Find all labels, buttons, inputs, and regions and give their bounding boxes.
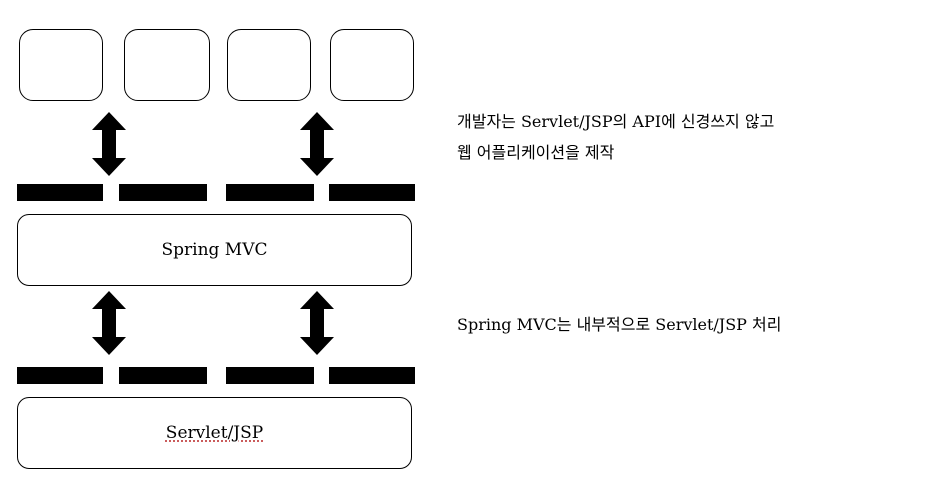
- servlet-jsp-layer: Servlet/JSP: [17, 397, 412, 469]
- app-box-3: [227, 29, 311, 101]
- interface-bar: [17, 184, 103, 201]
- app-box-2: [124, 29, 210, 101]
- double-arrow-icon: [300, 291, 334, 355]
- app-box-1: [19, 29, 103, 101]
- developer-note-line2: 웹 어플리케이션을 제작: [457, 143, 615, 162]
- spring-mvc-note: Spring MVC는 내부적으로 Servlet/JSP 처리: [457, 315, 782, 334]
- interface-bar: [17, 367, 103, 384]
- interface-bar: [329, 367, 415, 384]
- app-box-4: [330, 29, 414, 101]
- double-arrow-icon: [92, 291, 126, 355]
- interface-bar: [226, 184, 314, 201]
- spring-mvc-label: Spring MVC: [161, 240, 268, 260]
- interface-bar: [119, 184, 207, 201]
- double-arrow-icon: [92, 112, 126, 176]
- developer-note-line1: 개발자는 Servlet/JSP의 API에 신경쓰지 않고: [457, 112, 775, 131]
- interface-bar: [226, 367, 314, 384]
- double-arrow-icon: [300, 112, 334, 176]
- spring-mvc-layer: Spring MVC: [17, 214, 412, 286]
- servlet-jsp-label: Servlet/JSP: [165, 423, 264, 443]
- interface-bar: [329, 184, 415, 201]
- interface-bar: [119, 367, 207, 384]
